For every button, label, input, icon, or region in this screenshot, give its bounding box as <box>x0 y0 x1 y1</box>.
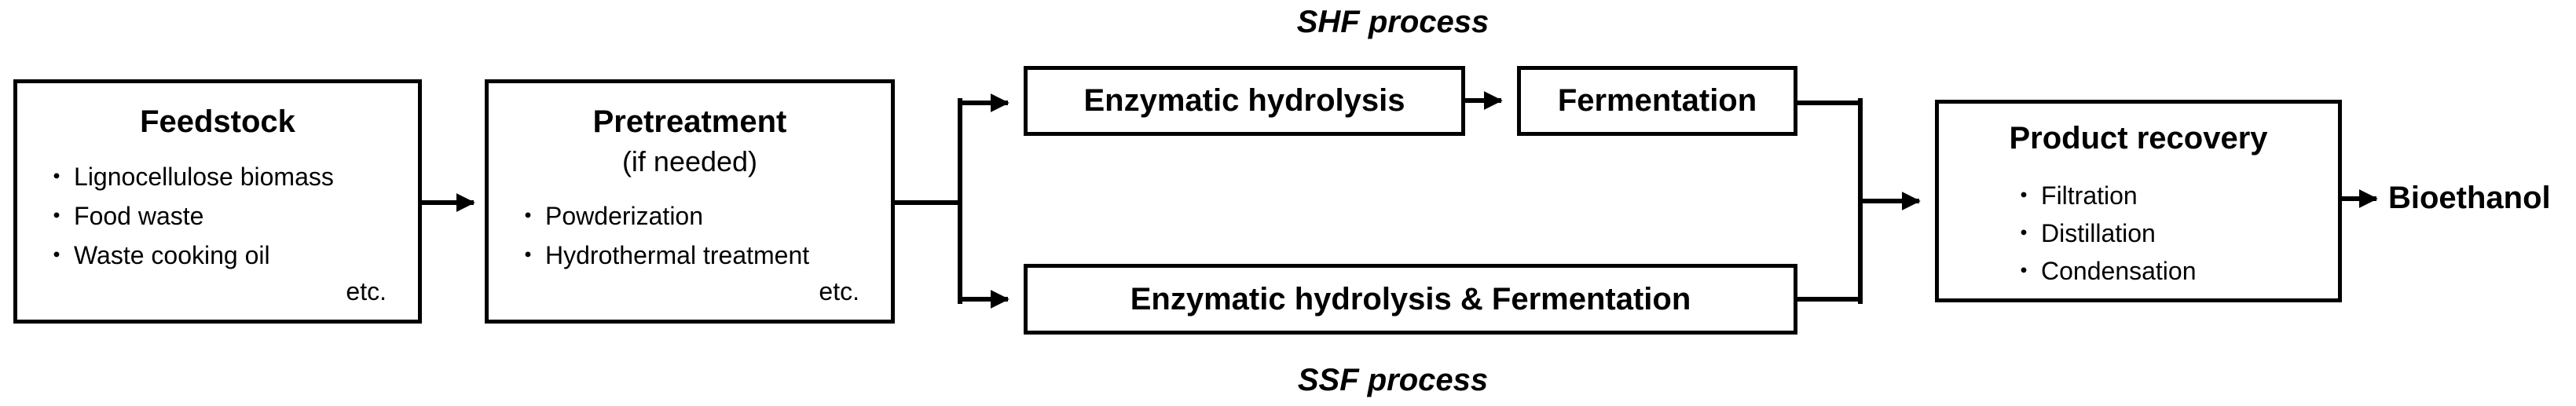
bullet: ・ <box>2011 181 2037 210</box>
pretreatment-item-label: Powderization <box>545 202 704 230</box>
enzymatic-hydrolysis-label: Enzymatic hydrolysis <box>1083 83 1405 118</box>
bullet: ・ <box>2011 219 2037 247</box>
feedstock-item: ・Lignocellulose biomass <box>44 163 334 191</box>
pretreatment-box: Pretreatment (if needed) ・Powderization … <box>485 79 895 324</box>
feedstock-box: Feedstock ・Lignocellulose biomass ・Food … <box>13 79 422 324</box>
pretreatment-etc: etc. <box>819 277 859 305</box>
pretreatment-item-label: Hydrothermal treatment <box>545 241 810 269</box>
bioethanol-label: Bioethanol <box>2388 181 2551 215</box>
pretreatment-item: ・Hydrothermal treatment <box>515 241 810 269</box>
ssf-box: Enzymatic hydrolysis & Fermentation <box>1024 264 1797 335</box>
feedstock-item-label: Food waste <box>74 202 204 230</box>
fermentation-box: Fermentation <box>1517 66 1797 136</box>
recovery-item-label: Filtration <box>2041 181 2138 210</box>
bullet: ・ <box>515 241 541 269</box>
product-recovery-box: Product recovery ・Filtration ・Distillati… <box>1935 100 2342 302</box>
feedstock-item-label: Waste cooking oil <box>74 241 270 269</box>
bullet: ・ <box>44 202 70 230</box>
feedstock-item: ・Waste cooking oil <box>44 241 270 269</box>
pretreatment-item: ・Powderization <box>515 202 704 230</box>
pretreatment-subtitle: (if needed) <box>621 145 758 177</box>
feedstock-item-label: Lignocellulose biomass <box>74 163 334 191</box>
feedstock-etc: etc. <box>346 277 387 305</box>
pretreatment-title: Pretreatment <box>592 104 787 139</box>
enzymatic-hydrolysis-box: Enzymatic hydrolysis <box>1024 66 1465 136</box>
bullet: ・ <box>2011 257 2037 285</box>
recovery-item: ・Distillation <box>2011 219 2156 247</box>
fermentation-label: Fermentation <box>1557 83 1757 118</box>
feedstock-item: ・Food waste <box>44 202 204 230</box>
product-recovery-title: Product recovery <box>2009 121 2268 155</box>
recovery-item: ・Filtration <box>2011 181 2138 210</box>
recovery-item-label: Distillation <box>2041 219 2156 247</box>
ssf-step-label: Enzymatic hydrolysis & Fermentation <box>1130 281 1691 316</box>
feedstock-title: Feedstock <box>140 104 295 139</box>
recovery-item-label: Condensation <box>2041 257 2197 285</box>
bullet: ・ <box>44 241 70 269</box>
shf-process-label: SHF process <box>1296 5 1490 39</box>
ssf-process-label: SSF process <box>1297 363 1489 397</box>
bullet: ・ <box>515 202 541 230</box>
bullet: ・ <box>44 163 70 191</box>
recovery-item: ・Condensation <box>2011 257 2197 285</box>
